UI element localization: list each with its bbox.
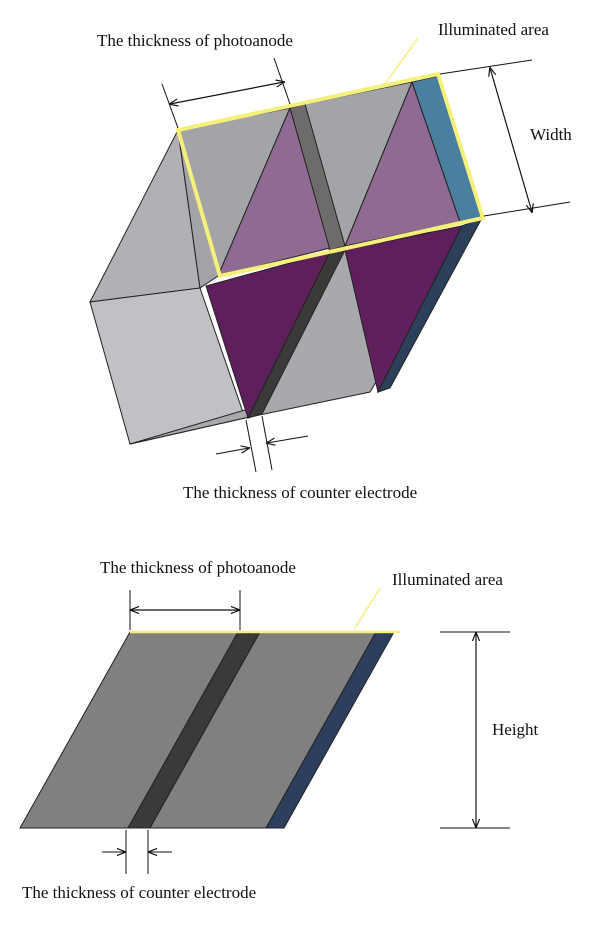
photoanode-ext-left bbox=[161, 83, 179, 129]
side-photoanode-label: The thickness of photoanode bbox=[100, 558, 296, 577]
top-illuminated-label: Illuminated area bbox=[438, 20, 549, 39]
top-3d-view: The thickness of photoanode Illuminated … bbox=[89, 20, 572, 502]
photoanode-dim-arrow bbox=[170, 82, 284, 104]
top-counter-label: The thickness of counter electrode bbox=[183, 483, 417, 502]
side-view: The thickness of photoanode Illuminated … bbox=[19, 558, 539, 902]
counter-ext-left bbox=[245, 419, 257, 473]
illuminated-leader bbox=[384, 37, 419, 85]
side-illuminated-leader bbox=[354, 587, 381, 629]
counter-arrow-left bbox=[215, 448, 249, 455]
side-height-label: Height bbox=[492, 720, 539, 739]
top-width-label: Width bbox=[530, 125, 572, 144]
top-photoanode-label: The thickness of photoanode bbox=[97, 31, 293, 50]
counter-arrow-right bbox=[267, 435, 309, 443]
illuminated-area-outline bbox=[175, 71, 486, 279]
side-counter-label: The thickness of counter electrode bbox=[22, 883, 256, 902]
width-ext-top bbox=[439, 59, 533, 75]
photoanode-ext-right bbox=[273, 57, 291, 105]
side-illuminated-label: Illuminated area bbox=[392, 570, 503, 589]
width-ext-bottom bbox=[483, 201, 571, 217]
width-dim-arrow bbox=[490, 68, 532, 212]
